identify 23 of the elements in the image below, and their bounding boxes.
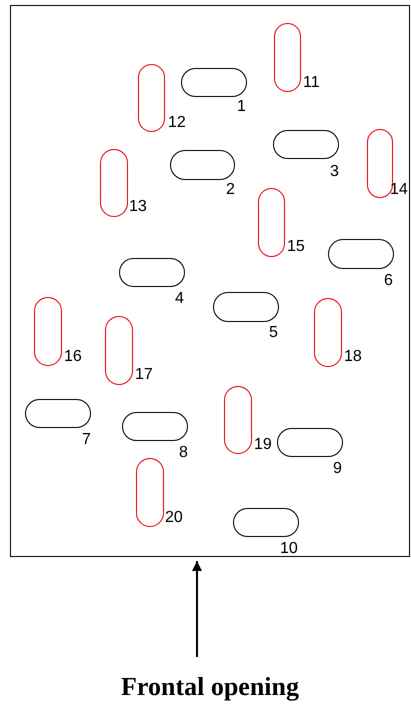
number-label: 12 bbox=[168, 115, 186, 131]
number-label: 10 bbox=[280, 541, 298, 557]
number-label: 9 bbox=[333, 461, 342, 477]
number-label: 18 bbox=[344, 349, 362, 365]
number-label: 15 bbox=[287, 239, 305, 255]
number-label: 13 bbox=[129, 199, 147, 215]
number-label: 8 bbox=[179, 445, 188, 461]
number-label: 19 bbox=[254, 437, 272, 453]
number-label: 17 bbox=[135, 367, 153, 383]
number-label: 16 bbox=[64, 349, 82, 365]
caption-text: Frontal opening bbox=[60, 672, 360, 702]
number-label: 1 bbox=[237, 99, 246, 115]
enclosure-outline bbox=[10, 5, 410, 557]
number-label: 5 bbox=[269, 325, 278, 341]
number-label: 2 bbox=[226, 182, 235, 198]
number-label: 6 bbox=[384, 273, 393, 289]
number-label: 14 bbox=[390, 182, 408, 198]
number-label: 3 bbox=[330, 164, 339, 180]
number-label: 20 bbox=[165, 510, 183, 526]
arrow bbox=[192, 561, 202, 657]
number-label: 4 bbox=[175, 291, 184, 307]
number-label: 7 bbox=[82, 432, 91, 448]
number-label: 11 bbox=[303, 75, 320, 91]
